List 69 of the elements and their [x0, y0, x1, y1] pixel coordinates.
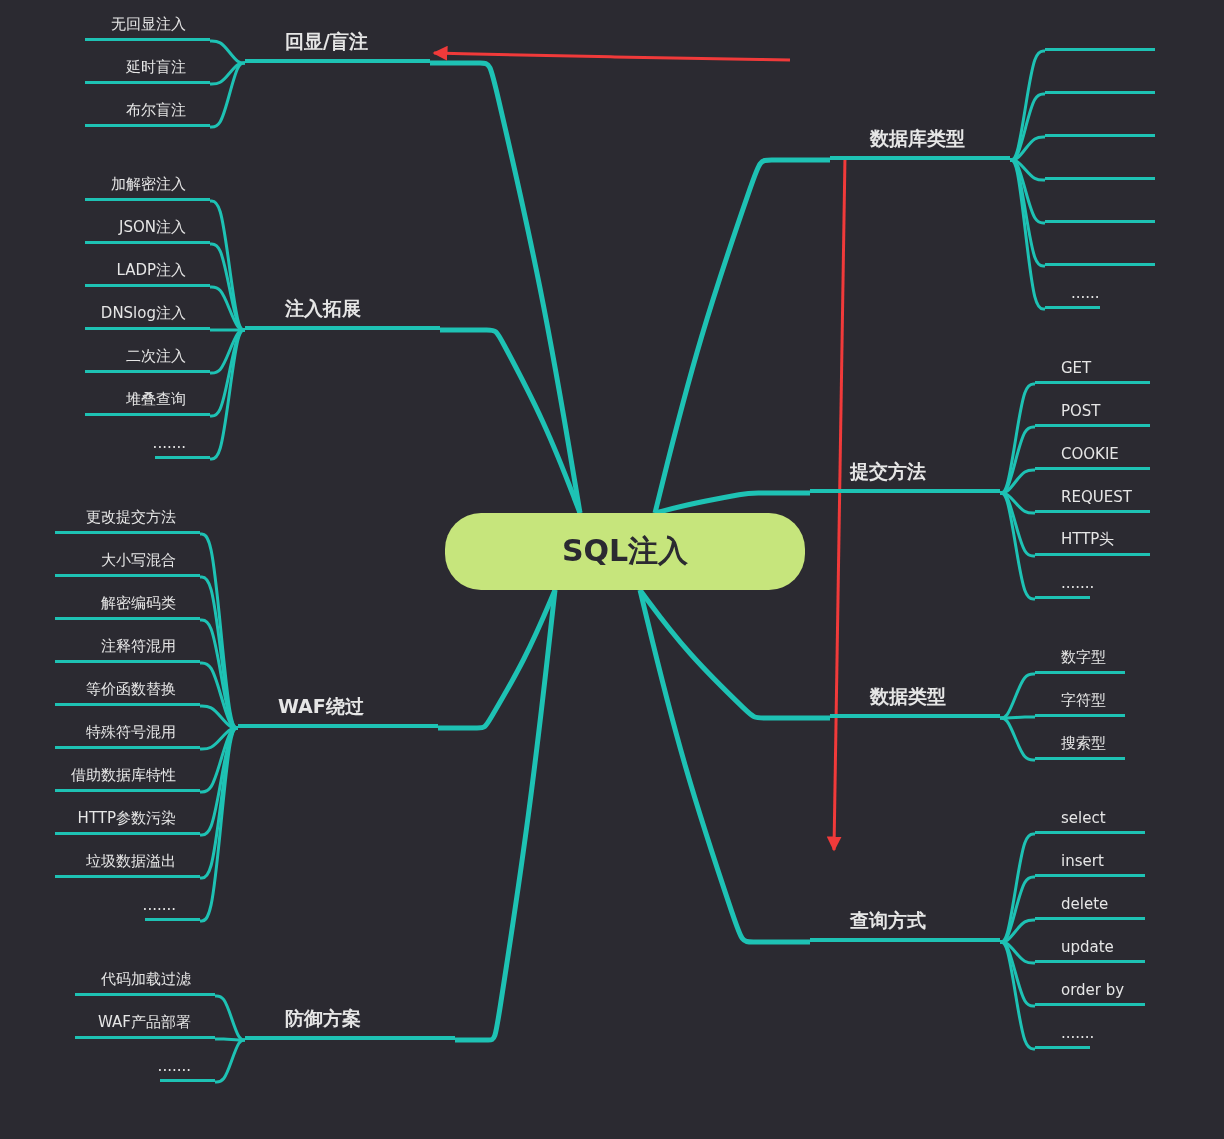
annotation-arrow — [432, 45, 791, 62]
subtopic-label: ....... — [142, 896, 176, 914]
branch-connector — [440, 327, 583, 514]
topic-label: 注入拓展 — [285, 296, 361, 321]
subtopic-label: 加解密注入 — [111, 175, 186, 194]
branch-connector — [637, 589, 810, 945]
subtopic-label: HTTP参数污染 — [77, 809, 176, 828]
subtopic-label: 字符型 — [1061, 691, 1106, 710]
subtopic-label: 解密编码类 — [101, 594, 176, 613]
branch-connector — [430, 60, 583, 514]
branch-connector — [654, 490, 810, 516]
subtopic-label: 大小写混合 — [101, 551, 176, 570]
subtopic-label: REQUEST — [1061, 488, 1132, 506]
subtopic-label: 无回显注入 — [111, 15, 186, 34]
subtopic-label: 垃圾数据溢出 — [86, 852, 176, 871]
topic-underline — [810, 459, 1000, 493]
branch-connector — [999, 715, 1035, 720]
subtopic-label: 布尔盲注 — [126, 101, 186, 120]
branch-connector — [214, 1038, 246, 1084]
subtopic-label: insert — [1061, 852, 1104, 870]
subtopic-label: GET — [1061, 359, 1092, 377]
subtopic-label: JSON注入 — [119, 218, 186, 237]
subtopic-label: order by — [1061, 981, 1125, 999]
subtopic-label: 数字型 — [1061, 648, 1106, 667]
subtopic-label: 搜索型 — [1061, 734, 1106, 753]
branch-connector — [1009, 158, 1046, 311]
subtopic-label: update — [1061, 938, 1114, 956]
topic-underline — [245, 29, 430, 63]
branch-connector — [215, 1037, 246, 1042]
subtopic-label: ....... — [1061, 574, 1095, 592]
subtopic-label: 延时盲注 — [126, 58, 186, 77]
subtopic-label: 堆叠查询 — [126, 390, 186, 409]
central-topic-label: SQL注入 — [561, 532, 689, 570]
branch-connector — [210, 285, 246, 332]
topic-label: 回显/盲注 — [285, 29, 368, 54]
topic-label: 数据类型 — [870, 684, 946, 709]
topic-underline — [830, 684, 1000, 718]
topic-label: 提交方法 — [850, 459, 926, 484]
topic-underline — [245, 1006, 455, 1040]
topic-underline — [238, 694, 438, 728]
subtopic-label: select — [1061, 809, 1106, 827]
subtopic-label: POST — [1061, 402, 1101, 420]
topic-underline — [810, 908, 1000, 942]
subtopic-label: ...... — [1071, 284, 1100, 302]
topic-label: 防御方案 — [285, 1006, 361, 1031]
branch-connector — [652, 157, 830, 514]
topic-underline — [245, 296, 440, 330]
subtopic-label: 等价函数替换 — [86, 680, 176, 699]
subtopic-label: HTTP头 — [1061, 530, 1115, 549]
subtopic-label: ....... — [152, 434, 186, 452]
subtopic-label: 二次注入 — [126, 347, 186, 366]
subtopic-label: 借助数据库特性 — [71, 766, 176, 785]
subtopic-label: COOKIE — [1061, 445, 1119, 463]
subtopic-label: delete — [1061, 895, 1109, 913]
topic-label: WAF绕过 — [278, 694, 364, 719]
subtopic-label: 注释符混用 — [101, 637, 176, 656]
topic-label: 查询方式 — [850, 908, 926, 933]
subtopic-label: 代码加载过滤 — [101, 970, 191, 989]
branch-connector — [455, 589, 558, 1043]
topic-underline — [830, 126, 1010, 160]
subtopic-label: WAF产品部署 — [98, 1013, 191, 1032]
subtopic-label: ....... — [157, 1057, 191, 1075]
subtopic-label: 更改提交方法 — [86, 508, 176, 527]
subtopic-label: ....... — [1061, 1024, 1095, 1042]
subtopic-label: 特殊符号混用 — [86, 723, 176, 742]
subtopic-label: DNSlog注入 — [100, 304, 186, 323]
subtopic-label: LADP注入 — [116, 261, 186, 280]
topic-label: 数据库类型 — [870, 126, 965, 151]
branch-connector — [210, 39, 246, 65]
